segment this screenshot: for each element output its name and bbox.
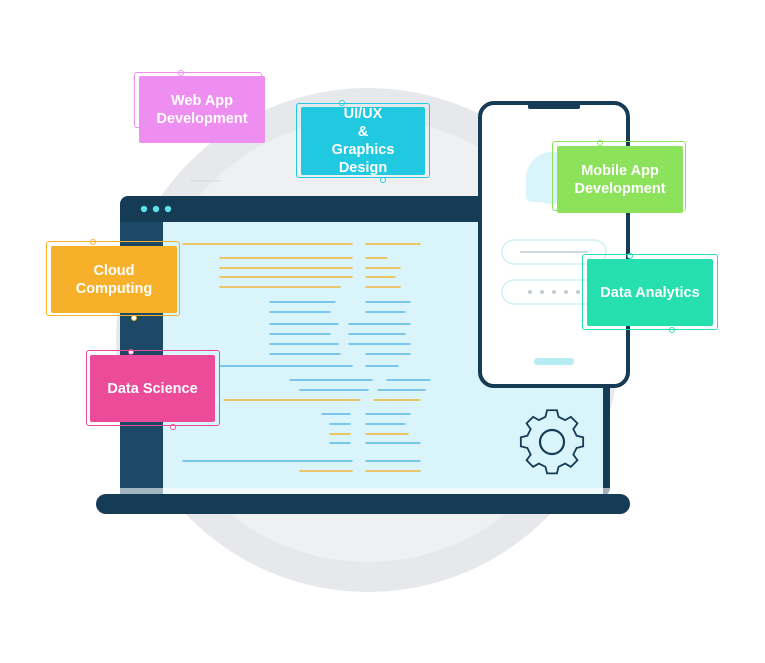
uiux-graphics-design-label: UI/UX & Graphics Design <box>331 106 395 176</box>
cloud-computing-label: Cloud Computing <box>75 262 153 297</box>
uiux-outline <box>296 103 430 178</box>
cloud-outline <box>46 241 180 316</box>
gear-icon <box>519 409 585 475</box>
data-analytics-tag: Data Analytics <box>587 259 713 326</box>
data-science-label: Data Science <box>107 380 198 397</box>
data-analytics-label: Data Analytics <box>600 284 700 301</box>
data-science-tag: Data Science <box>90 355 215 422</box>
cloud-computing-tag: Cloud Computing <box>51 246 177 313</box>
mobile-app-development-tag: Mobile App Development <box>557 146 683 213</box>
uiux-graphics-design-tag: UI/UX & Graphics Design <box>301 106 425 176</box>
web-app-development-tag: Web App Development <box>139 76 265 143</box>
web-app-development-label: Web App Development <box>156 92 248 127</box>
mobile-app-development-label: Mobile App Development <box>574 162 666 197</box>
data-science-outline <box>86 350 220 426</box>
data-analytics-outline <box>582 254 718 330</box>
